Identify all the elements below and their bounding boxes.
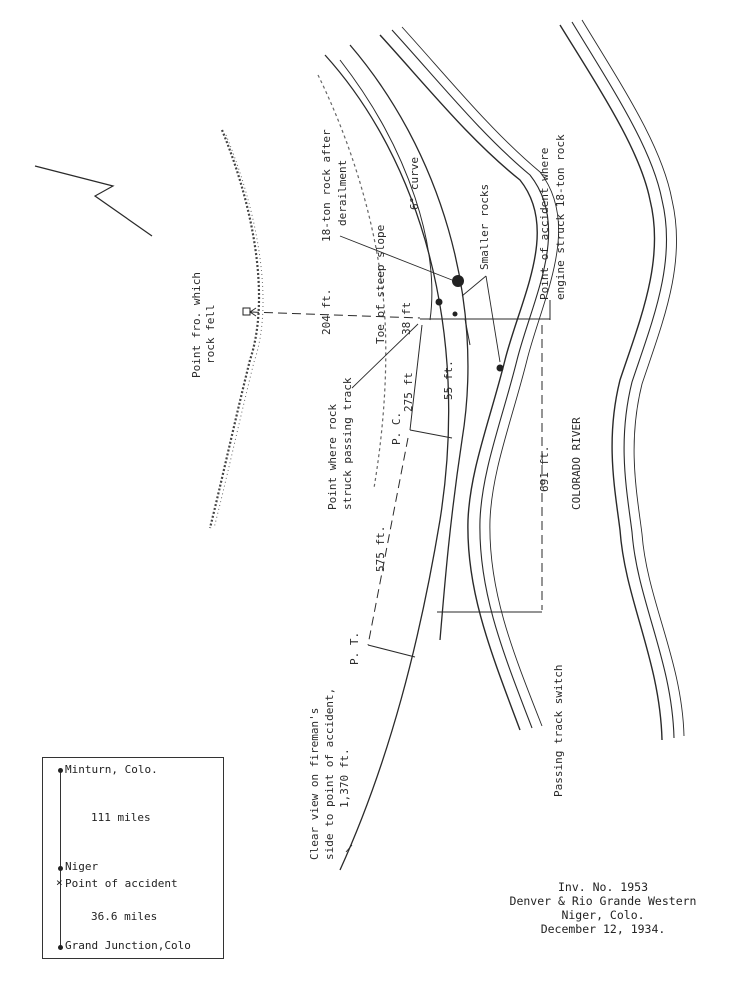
north-arrow-icon	[34, 165, 153, 237]
label-rock-struck: Point where rock	[326, 404, 339, 510]
main-track	[324, 54, 450, 871]
toe-of-slope-line	[317, 74, 387, 489]
label-55-ft: 55 ft.	[442, 360, 455, 400]
rock-fell-marker	[242, 307, 251, 316]
label-rock-fell: Point fro. which	[190, 272, 203, 378]
route-line	[60, 770, 61, 948]
smaller-rock	[435, 298, 443, 306]
label-colorado-river: COLORADO RIVER	[570, 417, 583, 510]
smaller-rock	[496, 364, 504, 372]
label-clear-view: side to point of accident,	[323, 688, 336, 860]
legend-niger: Niger	[65, 860, 99, 873]
title-block: Inv. No. 1953 Denver & Rio Grande Wester…	[478, 880, 728, 936]
label-passing-track-switch: Passing track switch	[552, 665, 565, 797]
label-clear-view: Clear view on fireman's	[308, 708, 321, 860]
label-275-ft: 275 ft	[402, 372, 415, 412]
curve-line	[339, 59, 433, 321]
label-rock-struck: struck passing track	[341, 377, 354, 510]
label-204-ft: 204 ft.	[320, 289, 333, 335]
label-18-ton-rock: 18-ton rock after	[320, 129, 333, 242]
label-curve: 6° curve	[408, 157, 421, 210]
rock-18-ton	[452, 275, 464, 287]
inv-number: Inv. No. 1953	[557, 880, 648, 894]
label-point-of-accident: Point of accident where	[538, 148, 551, 300]
legend-minturn: Minturn, Colo.	[65, 763, 158, 776]
label-toe-of-slope: Toe of steep slope	[374, 225, 387, 344]
location-legend: Minturn, Colo. 111 miles Niger × Point o…	[42, 757, 224, 959]
legend-accident: Point of accident	[65, 877, 178, 890]
date: December 12, 1934.	[540, 922, 666, 936]
passing-track	[349, 44, 469, 641]
smaller-rock	[452, 311, 458, 317]
label-691-ft: 691 ft.	[538, 446, 551, 492]
railroad-name: Denver & Rio Grande Western	[509, 894, 697, 908]
niger-dot-icon	[58, 866, 63, 871]
label-clear-view: 1,370 ft.	[338, 748, 351, 808]
label-rock-fell: rock fell	[204, 304, 217, 364]
label-smaller-rocks: Smaller rocks	[478, 184, 491, 270]
grand-junction-dot-icon	[58, 945, 63, 950]
accident-x-icon: ×	[56, 876, 63, 889]
label-pc: P. C.	[390, 412, 403, 445]
far-river-bank	[559, 19, 685, 741]
label-575-ft: 575 ft.	[374, 526, 387, 572]
legend-111-miles: 111 miles	[91, 811, 151, 824]
label-18-ton-rock: derailment	[336, 160, 349, 226]
location: Niger, Colo.	[561, 908, 645, 922]
label-38-ft: 38 ft	[400, 302, 413, 335]
minturn-dot-icon	[58, 768, 63, 773]
rock-slope-line	[208, 129, 264, 529]
legend-grand-junction: Grand Junction,Colo	[65, 939, 191, 952]
near-river-bank	[379, 26, 560, 731]
label-pt: P. T.	[348, 632, 361, 665]
label-point-of-accident: engine struck 18-ton rock	[554, 134, 567, 300]
legend-36-miles: 36.6 miles	[91, 910, 158, 923]
